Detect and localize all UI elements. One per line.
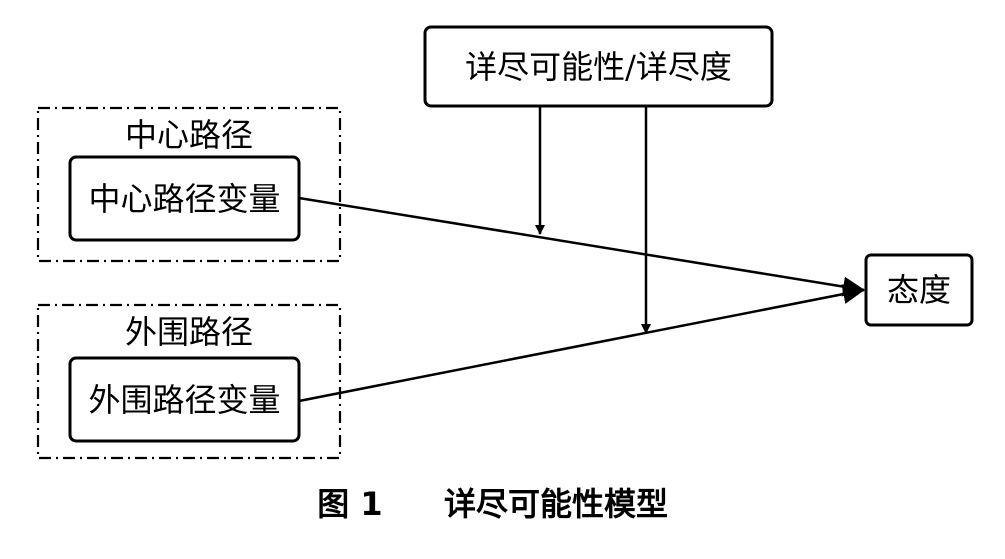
peripheral-variable-label: 外围路径变量	[88, 381, 280, 419]
peripheral-variable-box	[68, 356, 301, 443]
central-route-group-border	[36, 106, 342, 263]
peripheral-route-group-border	[36, 303, 342, 460]
outcome-box	[864, 253, 974, 327]
moderator-box	[423, 25, 774, 108]
central-route-label: 中心路径	[125, 116, 253, 154]
central-variable-label: 中心路径变量	[88, 180, 280, 218]
outcome-label: 态度	[887, 271, 951, 309]
peripheral-route-group: 外围路径 外围路径变量	[36, 303, 342, 460]
peripheral-to-attitude-arrow	[298, 284, 865, 403]
outcome-node: 态度	[864, 253, 974, 327]
moderator-node: 详尽可能性/详尽度	[423, 25, 774, 108]
figure-caption: 图 1 详尽可能性模型	[317, 485, 668, 523]
figure-title: 详尽可能性模型	[444, 485, 668, 523]
central-route-group: 中心路径 中心路径变量	[36, 106, 342, 263]
peripheral-route-label: 外围路径	[125, 313, 253, 351]
central-to-attitude-arrow	[298, 196, 865, 297]
moderator-label: 详尽可能性/详尽度	[465, 48, 732, 86]
figure-number: 图 1	[317, 485, 382, 523]
